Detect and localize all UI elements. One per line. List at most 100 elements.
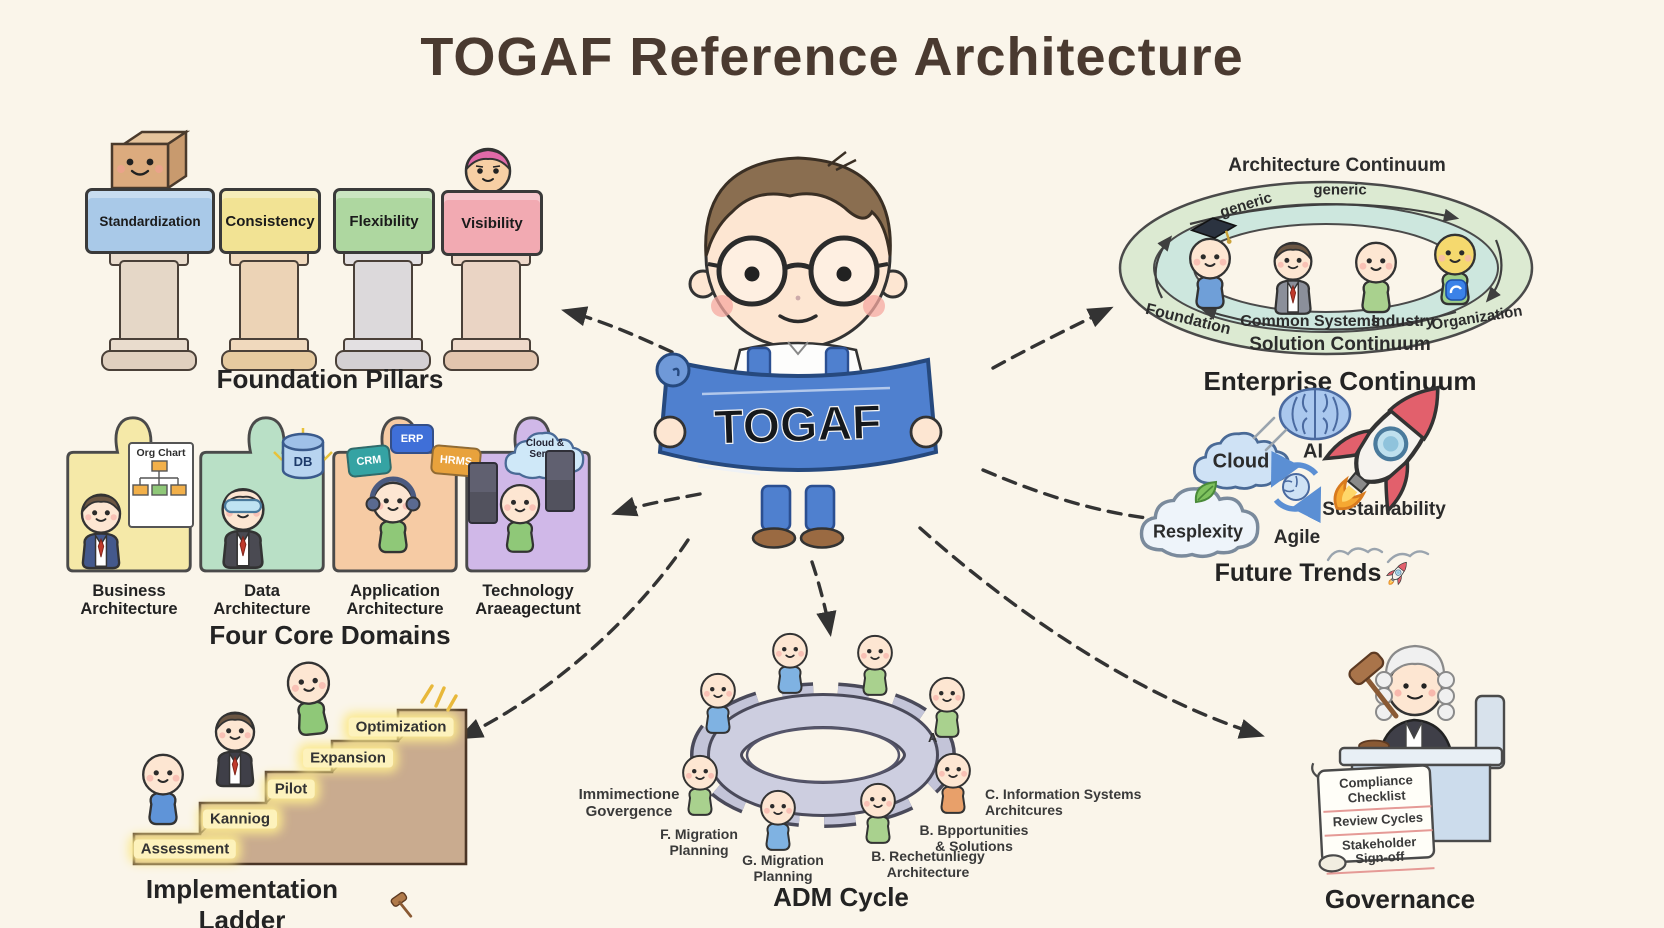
ladder-step-assessment: Assessment [133,839,237,859]
foundation-pillars-caption: Foundation Pillars [216,364,444,394]
crm-badge: CRM [345,443,393,479]
cloud-puff-icon [1326,547,1430,564]
domain-label-business: Business Architecture [59,582,199,619]
adm-label-line1: B. Bpportunities [919,822,1029,838]
adm-label-opportunities-solutions: B. Bpportunities & Solutions [912,822,1036,854]
implementation-ladder-caption-text: Implementation Ladder [145,874,339,928]
pillar-cap-consistency: Consistency [219,188,321,254]
arrow-to-enterprise-continuum [991,306,1114,370]
erp-badge: ERP [390,424,434,454]
ladder-climber-figure [284,659,336,738]
pillar-label: Consistency [225,212,315,230]
pillar-shaft [119,260,179,344]
pillar-label: Standardization [99,213,201,229]
adm-gear-letter-a: A [928,730,938,745]
pillar-shaft [353,260,413,344]
ladder-climber-figure [142,753,184,826]
badge-label: CRM [355,453,383,469]
server-rack-icon [468,462,498,524]
adm-label-line2: Planning [753,868,813,885]
four-core-domains-caption: Four Core Domains [209,620,451,650]
rocket-small-icon [1383,557,1413,590]
ai-brain-icon [1278,387,1352,441]
domain-label-line2: Architecture [213,600,311,619]
stage-industry-label: Industry [1371,313,1435,330]
resplexity-trend-label: Resplexity [1152,521,1244,542]
pink-face-mascot [464,147,512,195]
adm-label-line1: C. Information Systems [985,786,1142,802]
togaf-banner-text: TOGAF [713,396,882,455]
adm-label-line2: Architcures [985,802,1063,819]
database-icon: DB [273,428,333,480]
data-engineer-figure [221,487,265,569]
db-label: DB [294,454,313,469]
adm-label-line2: Govergence [585,803,673,821]
future-trends-caption-text: Future Trends [1214,558,1382,587]
ladder-climber-suit-figure [214,711,256,788]
scroll-item-stakeholder-signoff: Stakeholder Sign-off [1324,830,1435,875]
ai-trend-label: AI [1303,440,1323,463]
graduation-cap-icon [1189,217,1238,244]
scroll-item-compliance-checklist: Compliance Checklist [1321,769,1432,813]
governance-scroll: Compliance Checklist Review Cycles Stake… [1321,769,1435,875]
domain-label-line2: Araeagectunt [475,600,581,619]
adm-label-g-migration-planning: G. Migration Planning [730,852,836,884]
ladder-step-pilot: Pilot [267,779,315,799]
leaf-icon [1194,480,1218,504]
motion-lines [1252,416,1288,452]
cube-block-mascot [110,129,191,191]
headset-person-figure [365,476,421,554]
server-rack-icon [545,450,575,512]
domain-label-data: Data Architecture [192,582,332,619]
judge-scene [1311,644,1506,873]
stage-common-systems-label: Common Systems [1240,313,1380,330]
adm-figure [760,789,796,851]
adm-figure [700,672,736,734]
domain-label-line1: Business [92,582,166,600]
pillar-plinth [443,350,539,371]
ladder-step-optimization: Optimization [348,717,454,737]
pillar-cap-flexibility: Flexibility [333,188,435,254]
governance-caption: Governance [1324,884,1476,914]
arrow-to-adm-cycle [810,560,837,638]
solution-continuum-label: Solution Continuum [1249,334,1431,355]
adm-figure [860,782,896,844]
adm-label-line1: Immimectione [578,786,680,803]
domain-label-line1: Data [244,582,280,600]
org-chart-title: Org Chart [136,447,186,459]
arrow-to-four-core-domains [611,492,702,517]
continuum-industry-figure [1355,241,1397,314]
architecture-continuum-label: Architecture Continuum [1228,155,1446,176]
pillar-shaft [461,260,521,344]
pillar-shaft [239,260,299,344]
page-title: TOGAF Reference Architecture [420,27,1244,87]
adm-label-governance: Immimectione Govergence [570,786,688,821]
ladder-step-expansion: Expansion [303,748,393,768]
sparkle-icon [420,684,458,712]
pillar-plinth [221,350,317,371]
domain-label-line1: Technology [482,582,574,600]
pillar-label: Flexibility [349,212,419,230]
cloud-server-label: Cloud & Server [525,438,565,460]
continuum-common-systems-figure [1273,241,1313,315]
pillar-cap-standardization: Standardization [85,188,215,254]
arrow-to-implementation-ladder [457,538,690,740]
adm-label-line1: F. Migration [660,826,738,842]
continuum-foundation-figure [1189,237,1231,310]
adm-figure [772,632,808,694]
adm-gear-icon [690,682,956,828]
togaf-architect-character: TOGAF [653,151,943,549]
togaf-banner [657,357,939,472]
adm-label-line2: Architecture [886,864,970,881]
technology-person-figure [499,483,541,553]
adm-label-line1: G. Migration [742,852,824,868]
adm-label-technology-architecture: B. Rechetunliegy Architecture [858,848,998,880]
domain-label-line2: Architecture [346,600,444,619]
adm-label-line2: Planning [669,842,729,859]
adm-figure [857,634,893,696]
cloud-trend-label: Cloud [1212,450,1270,473]
future-trends-caption: Future Trends [1176,557,1446,590]
pillar-cap-visibility: Visibility [441,190,543,256]
adm-label-f-migration-planning: F. Migration Planning [646,826,752,858]
arrow-to-governance [918,526,1265,739]
